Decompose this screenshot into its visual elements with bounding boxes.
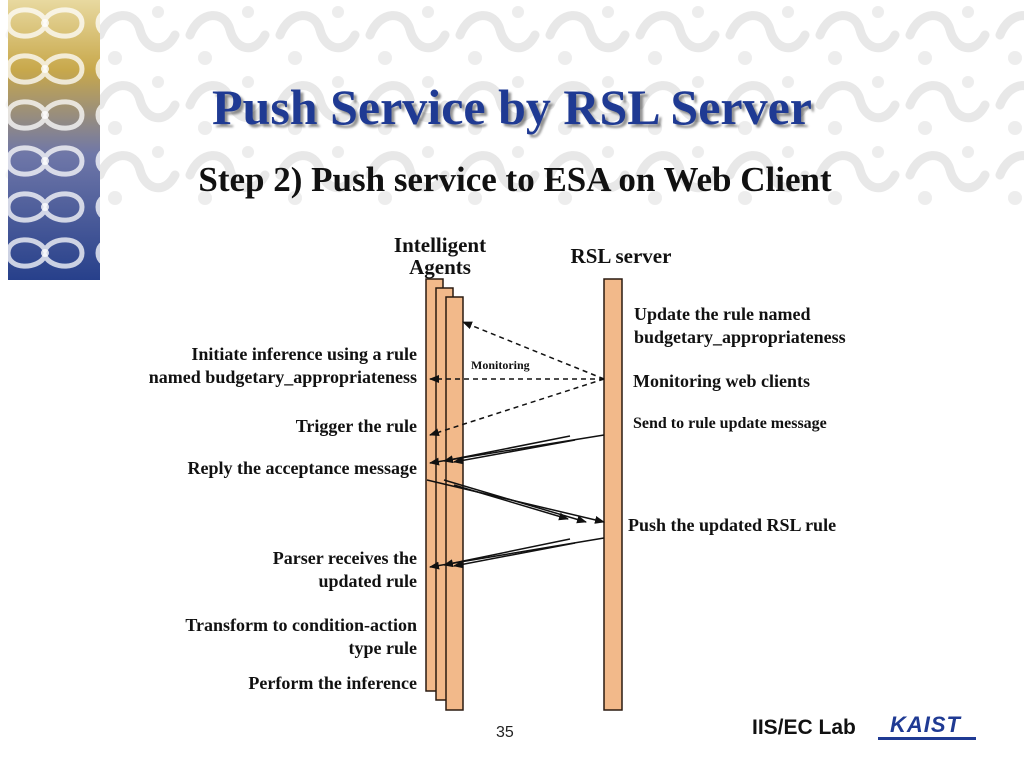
label-line: budgetary_appropriateness	[634, 327, 846, 347]
lab-name: IIS/EC Lab	[752, 716, 856, 739]
reply-arrow	[443, 479, 587, 524]
slide-title: Push Service by RSL Server	[212, 79, 812, 135]
monitoring-arrow	[462, 321, 605, 380]
label-send-update: Send to rule update message	[633, 415, 827, 432]
label-line: updated rule	[318, 571, 417, 591]
label-line: named budgetary_appropriateness	[148, 367, 417, 387]
label-monitoring-clients: Monitoring web clients	[633, 371, 810, 391]
send-update-arrow	[453, 439, 576, 465]
agents-header-line: Agents	[409, 255, 471, 279]
label-line: Initiate inference using a rule	[191, 344, 417, 364]
send-update-arrow	[443, 435, 571, 464]
server-header: RSL server	[570, 244, 672, 268]
page-number: 35	[496, 724, 514, 741]
ornament-strip	[8, 0, 100, 280]
kaist-logo-text: KAIST	[890, 712, 961, 737]
label-transform: Transform to condition-action type rule	[60, 614, 417, 660]
label-line: Parser receives the	[272, 548, 417, 568]
agent-lifeline-bar	[445, 296, 464, 711]
label-line: Update the rule named	[634, 304, 811, 324]
label-update-rule: Update the rule named budgetary_appropri…	[634, 303, 934, 349]
kaist-logo-underline	[878, 737, 976, 740]
reply-arrow	[453, 484, 569, 521]
monitoring-label: Monitoring	[471, 358, 530, 372]
push-rule-arrow	[443, 538, 571, 568]
label-parser-receives: Parser receives the updated rule	[60, 547, 417, 593]
kaist-logo: KAIST	[878, 712, 978, 740]
agents-header: Intelligent Agents	[370, 234, 510, 278]
label-initiate-inference: Initiate inference using a rule named bu…	[60, 343, 417, 389]
label-push-rule: Push the updated RSL rule	[628, 515, 837, 535]
label-line: Transform to condition-action	[185, 615, 417, 635]
server-lifeline-bar	[603, 278, 623, 711]
label-perform-inference: Perform the inference	[248, 673, 417, 693]
agents-header-line: Intelligent	[393, 233, 487, 257]
label-reply-acceptance: Reply the acceptance message	[187, 458, 417, 478]
label-trigger-rule: Trigger the rule	[295, 416, 417, 436]
slide-subtitle: Step 2) Push service to ESA on Web Clien…	[198, 160, 832, 199]
push-rule-arrow	[453, 542, 576, 569]
label-line: type rule	[348, 638, 417, 658]
monitoring-arrow	[429, 378, 605, 437]
